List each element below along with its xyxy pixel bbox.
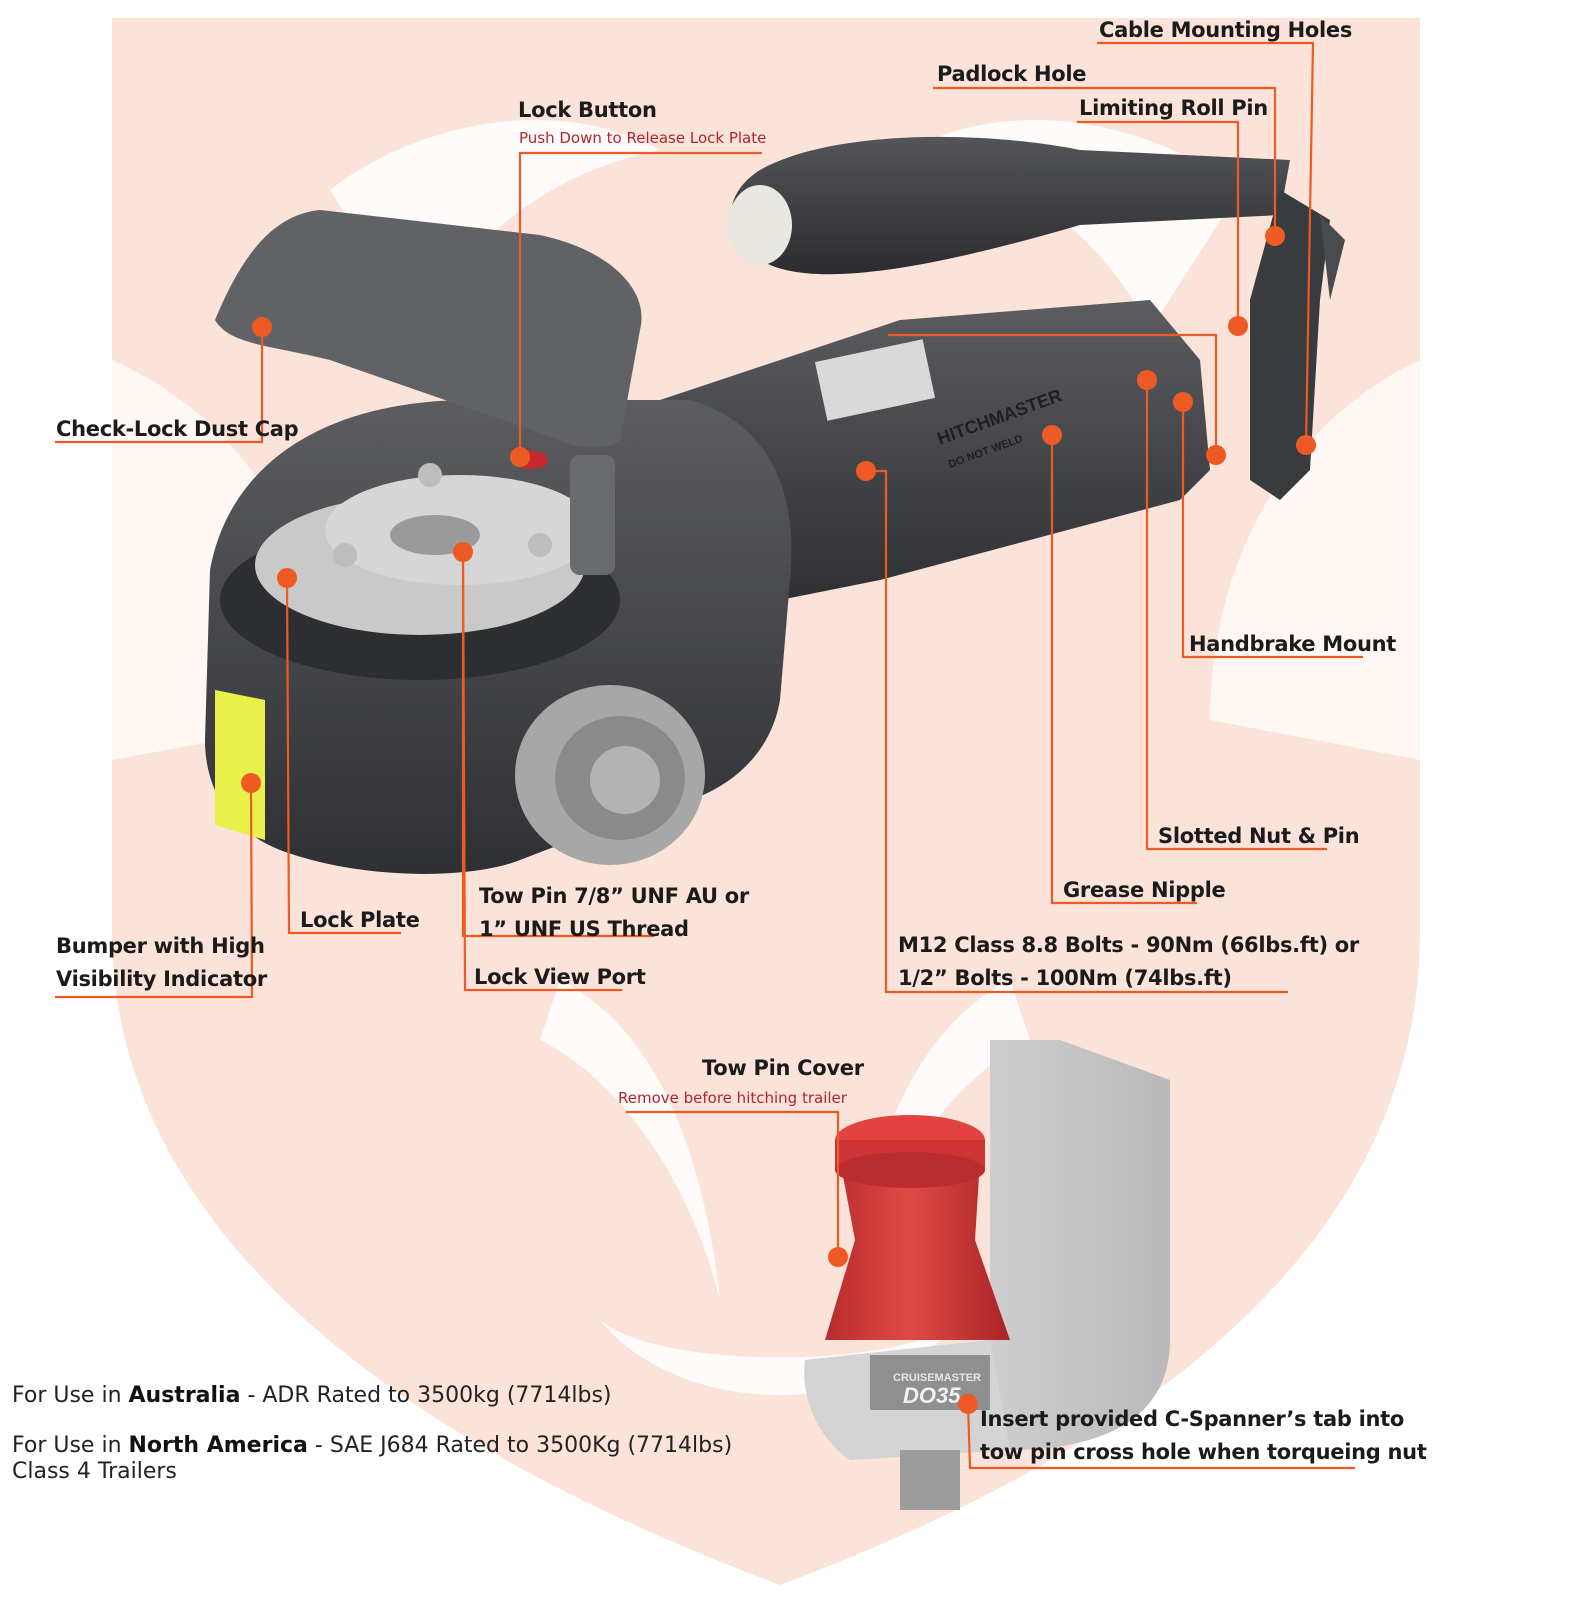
c-spanner-line2: tow pin cross hole when torqueing nut [980, 1440, 1427, 1464]
label-lock-plate: Lock Plate [300, 908, 420, 932]
tow-pin-thread-line1: Tow Pin 7/8” UNF AU or [479, 884, 749, 908]
label-tow-pin-cover-sub: Remove before hitching trailer [618, 1089, 847, 1107]
coupling-illustration [205, 136, 1345, 874]
spec-north-america: For Use in North America - SAE J684 Rate… [12, 1432, 732, 1459]
spec-na-prefix: For Use in [12, 1433, 129, 1458]
cover-brand-marking: CRUISEMASTER [893, 1372, 981, 1384]
spec-australia-region: Australia [128, 1383, 241, 1408]
dot-dust-cap [252, 317, 272, 337]
tow-pin-thread-line2: 1” UNF US Thread [479, 917, 689, 941]
dot-grease-nipple [1042, 425, 1062, 445]
dot-lock-plate [277, 568, 297, 588]
dot-tow-pin-cover [828, 1247, 848, 1267]
dot-lock-view-port [453, 542, 473, 562]
label-check-lock-dust-cap: Check-Lock Dust Cap [56, 417, 299, 441]
spec-na-rest: - SAE J684 Rated to 3500Kg (7714lbs) [307, 1433, 733, 1458]
label-handbrake-mount: Handbrake Mount [1189, 632, 1397, 656]
dot-padlock-hole [1265, 226, 1285, 246]
bumper-line1: Bumper with High [56, 934, 265, 958]
label-bumper: Bumper with High Visibility Indicator [56, 930, 267, 996]
dot-limiting-roll-pin [1228, 316, 1248, 336]
dot-bolt-front [856, 461, 876, 481]
bolts-line2: 1/2” Bolts - 100Nm (74lbs.ft) [898, 966, 1232, 990]
label-tow-pin-cover: Tow Pin Cover [702, 1056, 864, 1080]
dot-bumper [241, 773, 261, 793]
label-lock-button-sub: Push Down to Release Lock Plate [519, 129, 767, 147]
bolts-line1: M12 Class 8.8 Bolts - 90Nm (66lbs.ft) or [898, 933, 1359, 957]
dot-cable-mounting-holes [1296, 435, 1316, 455]
label-lock-view-port: Lock View Port [474, 965, 646, 989]
label-lock-button: Lock Button [518, 98, 657, 122]
dot-cross-hole [958, 1394, 978, 1414]
tow-pin-cover-illustration [804, 1040, 1170, 1510]
c-spanner-line1: Insert provided C-Spanner’s tab into [980, 1407, 1405, 1431]
spec-australia: For Use in Australia - ADR Rated to 3500… [12, 1382, 612, 1409]
label-bolts: M12 Class 8.8 Bolts - 90Nm (66lbs.ft) or… [898, 929, 1359, 995]
label-tow-pin-thread: Tow Pin 7/8” UNF AU or 1” UNF US Thread [479, 880, 749, 946]
spec-na-region: North America [128, 1433, 308, 1458]
dot-lock-button [510, 447, 530, 467]
model-marking: DO35 [903, 1383, 961, 1408]
label-c-spanner: Insert provided C-Spanner’s tab into tow… [980, 1403, 1427, 1469]
callout-dots [241, 226, 1316, 1414]
label-slotted-nut-pin: Slotted Nut & Pin [1158, 824, 1360, 848]
label-cable-mounting-holes: Cable Mounting Holes [1099, 18, 1353, 42]
spec-class: Class 4 Trailers [12, 1459, 177, 1484]
label-grease-nipple: Grease Nipple [1063, 878, 1226, 902]
spec-australia-rest: - ADR Rated to 3500kg (7714lbs) [240, 1383, 612, 1408]
label-padlock-hole: Padlock Hole [937, 62, 1087, 86]
label-limiting-roll-pin: Limiting Roll Pin [1079, 96, 1268, 120]
leader-lines [55, 41, 1363, 1470]
bumper-line2: Visibility Indicator [56, 967, 267, 991]
dot-slotted-nut [1137, 370, 1157, 390]
dot-bolt-rear [1206, 445, 1226, 465]
dot-handbrake-mount [1173, 392, 1193, 412]
spec-australia-prefix: For Use in [12, 1383, 129, 1408]
